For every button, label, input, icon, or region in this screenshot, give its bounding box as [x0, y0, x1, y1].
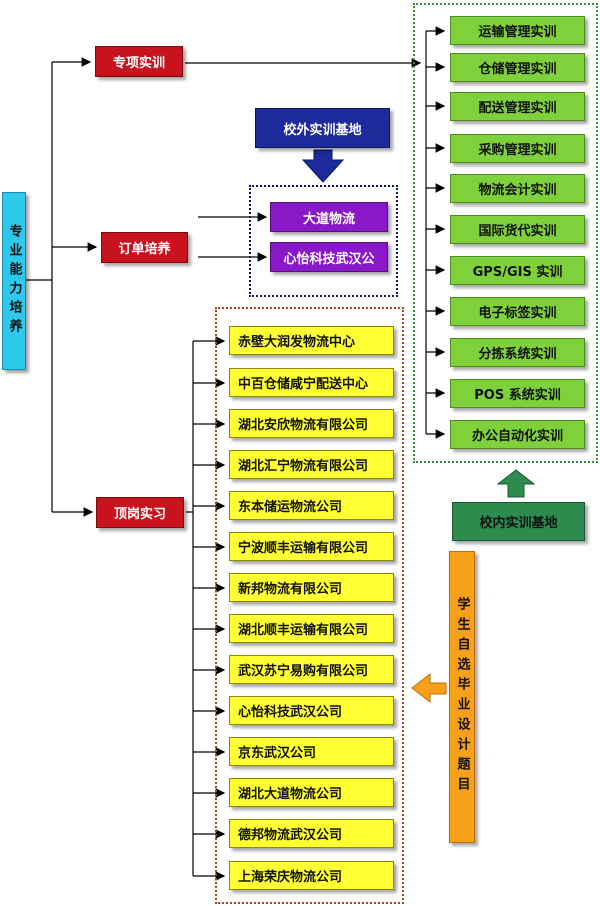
training-item: 采购管理实训: [450, 134, 585, 163]
internship-item: 湖北大道物流公司: [229, 778, 394, 807]
order-company-frame: [249, 185, 398, 297]
internal-training-frame: [413, 3, 598, 463]
branch-order: 订单培养: [101, 232, 188, 263]
training-item: 配送管理实训: [450, 92, 585, 121]
internship-item: 新邦物流有限公司: [229, 573, 394, 602]
external-base: 校外实训基地: [255, 108, 390, 148]
internship-item: 湖北汇宁物流有限公司: [229, 450, 394, 479]
internship-item: 中百仓储咸宁配送中心: [229, 368, 394, 397]
internship-item: 德邦物流武汉公司: [229, 819, 394, 848]
external-base-down-arrow: [301, 149, 345, 183]
internship-item: 东本储运物流公司: [229, 491, 394, 520]
training-item: 电子标签实训: [450, 297, 585, 326]
training-item: POS 系统实训: [450, 379, 585, 408]
thesis-node: 学生自选毕业设计题目: [449, 551, 475, 843]
internship-item: 宁波顺丰运输有限公司: [229, 532, 394, 561]
training-item: 分拣系统实训: [450, 338, 585, 367]
order-company-2: 心怡科技武汉公: [270, 242, 388, 272]
internship-frame: [215, 307, 404, 904]
training-item: 办公自动化实训: [450, 420, 585, 449]
internship-item: 京东武汉公司: [229, 737, 394, 766]
training-item: 运输管理实训: [450, 16, 585, 45]
internship-item: 心怡科技武汉公司: [229, 696, 394, 725]
training-item: 国际货代实训: [450, 215, 585, 244]
training-item: 物流会计实训: [450, 174, 585, 203]
internship-item: 赤壁大润发物流中心: [229, 326, 394, 355]
training-item: GPS/GIS 实训: [450, 256, 585, 285]
thesis-left-arrow: [411, 672, 447, 704]
internal-base-up-arrow: [496, 469, 536, 498]
internship-item: 上海荣庆物流公司: [229, 861, 394, 890]
internship-item: 湖北顺丰运输有限公司: [229, 614, 394, 643]
order-company-1: 大道物流: [270, 202, 388, 232]
internship-item: 湖北安欣物流有限公司: [229, 409, 394, 438]
internship-item: 武汉苏宁易购有限公司: [229, 655, 394, 684]
branch-special: 专项实训: [95, 46, 183, 77]
internal-base: 校内实训基地: [452, 502, 585, 541]
branch-post: 顶岗实习: [96, 497, 184, 528]
root-node: 专业能力培养: [2, 192, 26, 370]
training-item: 仓储管理实训: [450, 53, 585, 82]
